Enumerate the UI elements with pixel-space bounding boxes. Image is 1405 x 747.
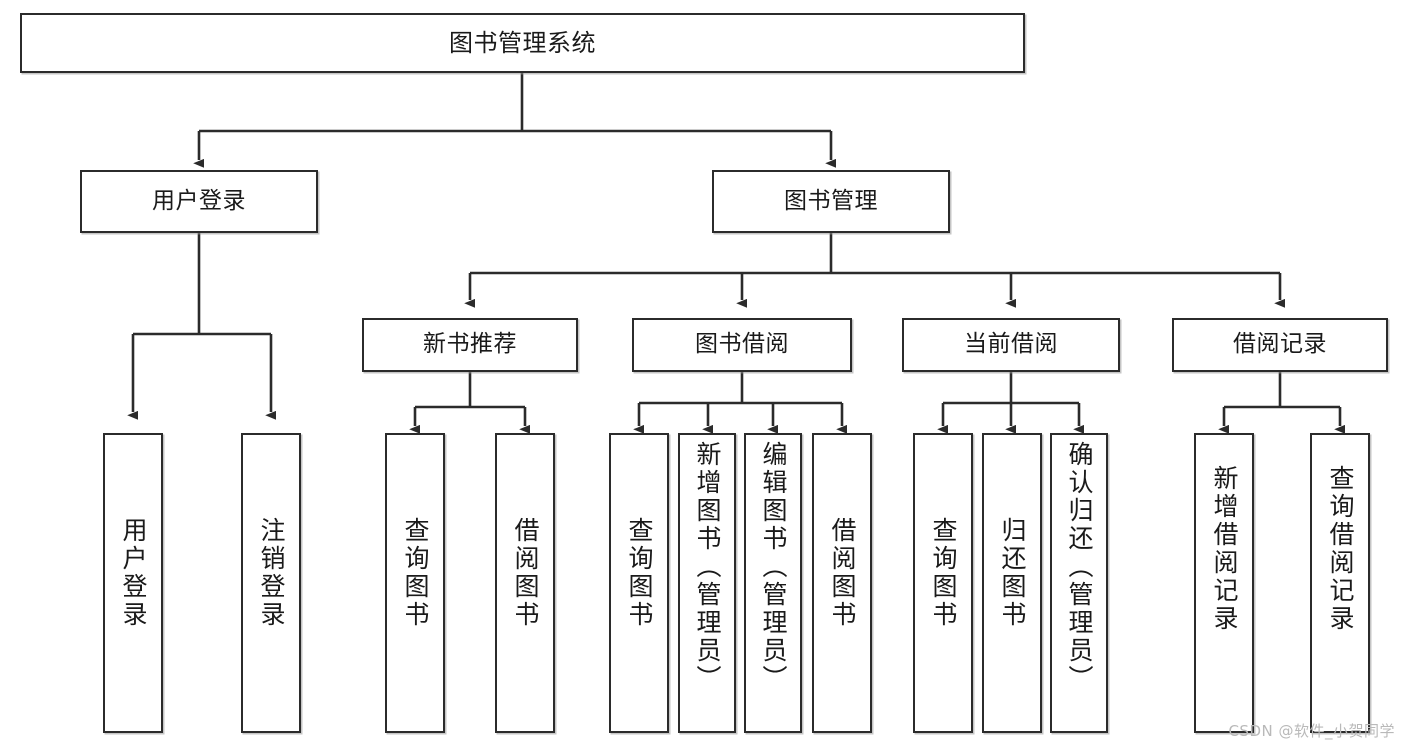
leaf-user-login[interactable]: 用户登录 <box>103 433 163 733</box>
leaf-query-book-2[interactable]: 查询图书 <box>609 433 669 733</box>
node-book-borrow[interactable]: 图书借阅 <box>632 318 852 372</box>
leaf-query-record-label: 查询借阅记录 <box>1326 465 1355 633</box>
leaf-borrow-book-2-label: 借阅图书 <box>828 517 857 629</box>
leaf-user-login-label: 用户登录 <box>119 517 148 629</box>
node-user-login[interactable]: 用户登录 <box>80 170 318 233</box>
leaf-borrow-book-1-label: 借阅图书 <box>511 517 540 629</box>
leaf-return-book[interactable]: 归还图书 <box>982 433 1042 733</box>
leaf-query-record[interactable]: 查询借阅记录 <box>1310 433 1370 733</box>
node-new-book-recommend[interactable]: 新书推荐 <box>362 318 578 372</box>
node-book-borrow-label: 图书借阅 <box>695 331 789 358</box>
node-current-borrow-label: 当前借阅 <box>964 331 1058 358</box>
leaf-add-book[interactable]: 新增图书（管理员） <box>678 433 736 733</box>
leaf-query-book-1[interactable]: 查询图书 <box>385 433 445 733</box>
leaf-add-record-label: 新增借阅记录 <box>1210 465 1239 633</box>
leaf-confirm-return-label: 确认归还（管理员） <box>1065 441 1094 693</box>
leaf-borrow-book-1[interactable]: 借阅图书 <box>495 433 555 733</box>
node-book-manage[interactable]: 图书管理 <box>712 170 950 233</box>
leaf-query-book-3[interactable]: 查询图书 <box>913 433 973 733</box>
leaf-add-record[interactable]: 新增借阅记录 <box>1194 433 1254 733</box>
node-user-login-label: 用户登录 <box>152 187 246 214</box>
node-current-borrow[interactable]: 当前借阅 <box>902 318 1120 372</box>
leaf-edit-book[interactable]: 编辑图书（管理员） <box>744 433 802 733</box>
node-borrow-record-label: 借阅记录 <box>1233 331 1327 358</box>
leaf-query-book-2-label: 查询图书 <box>625 517 654 629</box>
leaf-borrow-book-2[interactable]: 借阅图书 <box>812 433 872 733</box>
node-book-manage-label: 图书管理 <box>784 187 878 214</box>
leaf-confirm-return[interactable]: 确认归还（管理员） <box>1050 433 1108 733</box>
watermark-text: CSDN @软件_小贺同学 <box>1228 722 1395 740</box>
leaf-add-book-label: 新增图书（管理员） <box>693 441 722 693</box>
node-root[interactable]: 图书管理系统 <box>20 13 1025 73</box>
node-new-book-recommend-label: 新书推荐 <box>423 331 517 358</box>
leaf-edit-book-label: 编辑图书（管理员） <box>759 441 788 693</box>
node-root-label: 图书管理系统 <box>449 28 596 57</box>
leaf-query-book-1-label: 查询图书 <box>401 517 430 629</box>
leaf-logout-login[interactable]: 注销登录 <box>241 433 301 733</box>
leaf-query-book-3-label: 查询图书 <box>929 517 958 629</box>
leaf-return-book-label: 归还图书 <box>998 517 1027 629</box>
leaf-logout-login-label: 注销登录 <box>257 517 286 629</box>
node-borrow-record[interactable]: 借阅记录 <box>1172 318 1388 372</box>
